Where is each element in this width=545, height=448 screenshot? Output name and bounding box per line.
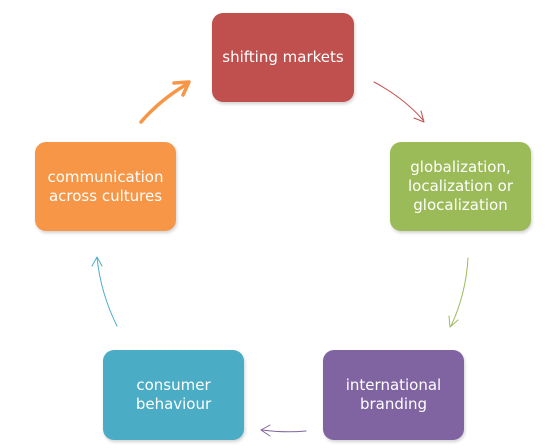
node-label: international branding xyxy=(345,376,442,413)
node-label: shifting markets xyxy=(222,48,344,66)
node-label: globalization, localization or glocaliza… xyxy=(407,158,514,214)
arrow-consumer-to-communication xyxy=(96,257,118,327)
node-globalization: globalization, localization or glocaliza… xyxy=(390,142,531,231)
node-consumer-behaviour: consumer behaviour xyxy=(103,350,244,440)
arrow-communication-to-shifting xyxy=(139,82,189,124)
node-shifting-markets: shifting markets xyxy=(212,13,354,102)
arrowhead-shifting-to-globalization xyxy=(413,110,425,123)
node-communication-across-cultures: communication across cultures xyxy=(35,142,176,231)
arrow-shifting-to-globalization xyxy=(373,81,424,121)
node-international-branding: international branding xyxy=(323,350,464,440)
arrowhead-consumer-to-communication xyxy=(91,256,103,267)
node-label: communication across cultures xyxy=(47,167,164,205)
arrow-globalization-to-branding xyxy=(450,257,469,327)
node-label: consumer behaviour xyxy=(135,376,212,413)
arrowhead-globalization-to-branding xyxy=(448,315,459,328)
arrow-branding-to-consumer xyxy=(261,429,307,433)
arrowhead-branding-to-consumer xyxy=(260,424,271,437)
arrowhead-communication-to-shifting xyxy=(172,80,191,97)
